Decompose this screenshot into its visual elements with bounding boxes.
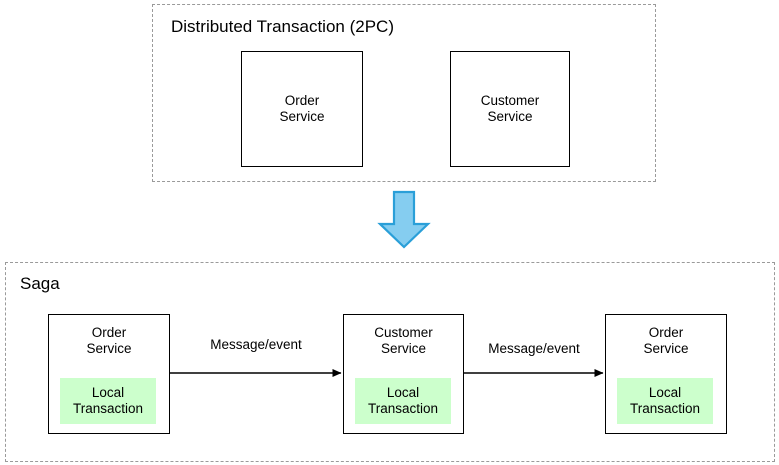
- local-transaction-box-1: Local Transaction: [60, 378, 156, 424]
- service-box-customer-service-2pc[interactable]: [450, 51, 570, 167]
- saga-title: Saga: [20, 274, 60, 293]
- down-arrow-icon: [377, 190, 431, 249]
- local-transaction-label-3: Local Transaction: [629, 385, 701, 416]
- service-label-order-service-2pc: Order Service: [279, 93, 325, 124]
- local-transaction-box-2: Local Transaction: [355, 378, 451, 424]
- service-label-customer-service-2pc: Customer Service: [480, 93, 540, 124]
- service-label-saga-customer-service: Customer Service: [374, 325, 433, 356]
- distributed-transaction-title: Distributed Transaction (2PC): [171, 17, 394, 36]
- local-transaction-label-1: Local Transaction: [72, 385, 144, 416]
- flow-arrow-label-2: Message/event: [488, 341, 580, 356]
- local-transaction-label-2: Local Transaction: [367, 385, 439, 416]
- saga-group: [5, 262, 775, 462]
- flow-arrow-label-1: Message/event: [210, 337, 302, 352]
- local-transaction-box-3: Local Transaction: [617, 378, 713, 424]
- service-box-order-service-2pc[interactable]: [241, 51, 363, 167]
- service-label-saga-order-service-2: Order Service: [643, 325, 689, 356]
- service-label-saga-order-service-1: Order Service: [86, 325, 132, 356]
- distributed-transaction-group: [152, 4, 656, 182]
